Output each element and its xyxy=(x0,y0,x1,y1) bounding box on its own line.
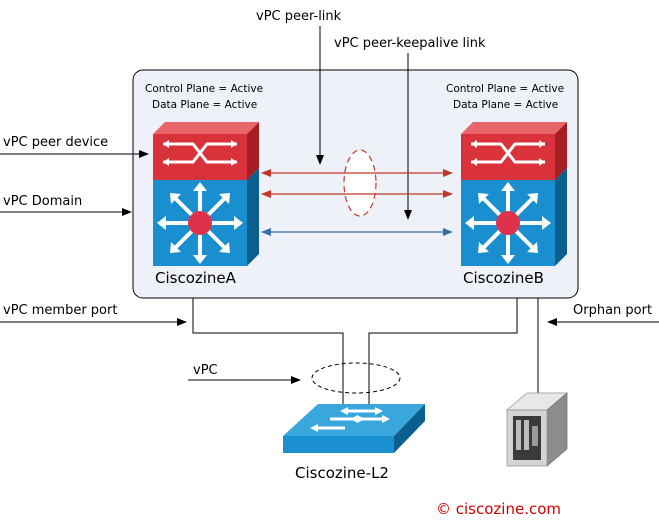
vpc-portchannel-ellipse xyxy=(311,362,401,394)
switch-b-icon xyxy=(459,120,569,268)
member-link-b xyxy=(368,298,518,412)
switch-a-data-plane: Data Plane = Active xyxy=(152,99,257,111)
copyright-text: © ciscozine.com xyxy=(436,500,561,518)
orphan-port-label: Orphan port xyxy=(573,303,652,318)
switch-a-control-plane: Control Plane = Active xyxy=(145,83,263,95)
peer-link-label: vPC peer-link xyxy=(256,9,342,24)
member-port-label: vPC member port xyxy=(3,303,117,318)
vpc-label: vPC xyxy=(193,363,218,378)
switch-b-control-plane: Control Plane = Active xyxy=(446,83,564,95)
switch-b-data-plane: Data Plane = Active xyxy=(453,99,558,111)
domain-label: vPC Domain xyxy=(3,194,82,209)
switch-b-name: CiscozineB xyxy=(463,269,544,287)
peer-device-label: vPC peer device xyxy=(3,135,108,150)
switch-a-name: CiscozineA xyxy=(155,269,237,287)
member-link-a xyxy=(192,298,344,412)
keepalive-label: vPC peer-keepalive link xyxy=(334,36,486,51)
switch-a-icon xyxy=(151,120,261,268)
peer-link-portchannel-ellipse xyxy=(343,149,377,217)
l2-switch-icon xyxy=(283,404,425,453)
server-icon xyxy=(505,392,569,467)
l2-switch-name: Ciscozine-L2 xyxy=(295,464,389,482)
